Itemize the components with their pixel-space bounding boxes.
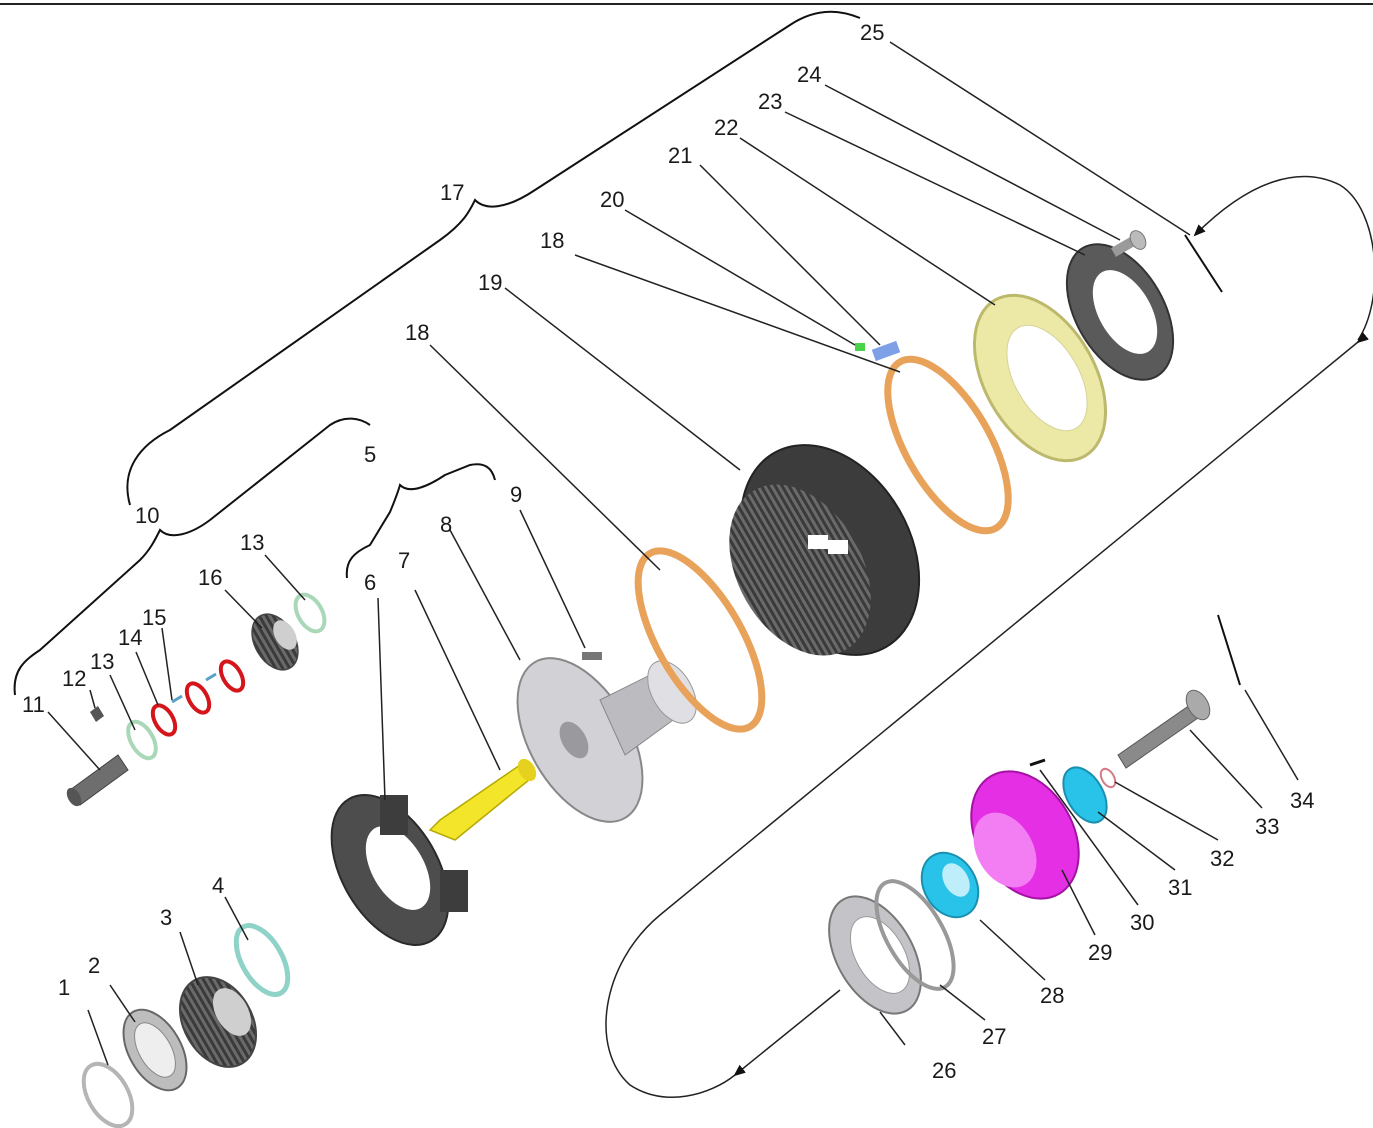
callout-32: 32 [1210, 846, 1234, 871]
part-32-o-ring [1099, 767, 1117, 789]
callout-34: 34 [1290, 788, 1314, 813]
part-31-cyan-washer [1062, 766, 1108, 824]
part-27-snap-ring [874, 879, 956, 991]
callout-20: 20 [600, 187, 624, 212]
part-34-rod [1217, 614, 1241, 686]
callout-28: 28 [1040, 983, 1064, 1008]
callout-2: 2 [88, 953, 100, 978]
callout-4: 4 [212, 873, 224, 898]
part-15-dowel [171, 694, 183, 704]
part-11-shaft-pin [66, 754, 129, 807]
callout-16: 16 [198, 565, 222, 590]
callout-22: 22 [714, 115, 738, 140]
callout-6: 6 [364, 570, 376, 595]
callout-13-right: 13 [240, 530, 264, 555]
callout-30: 30 [1130, 910, 1154, 935]
part-9-pin [582, 652, 602, 660]
callout-29: 29 [1088, 940, 1112, 965]
part-6-carrier-plate [330, 794, 468, 946]
callout-25: 25 [860, 20, 884, 45]
callout-21: 21 [668, 143, 692, 168]
part-7-yellow-shaft [428, 758, 537, 841]
flow-loop-top [1193, 175, 1373, 341]
callout-12: 12 [62, 666, 86, 691]
part-26-bearing [828, 895, 922, 1015]
part-4-shim [233, 923, 291, 997]
callout-5: 5 [364, 442, 376, 467]
part-14-o-ring-3 [218, 659, 246, 693]
flow-arrow-26 [733, 989, 841, 1077]
callout-1: 1 [58, 975, 70, 1000]
leader-lines [47, 41, 1299, 1066]
callout-24: 24 [797, 62, 821, 87]
callout-17: 17 [440, 180, 464, 205]
part-13-shim-right [293, 592, 327, 634]
flow-diagonal-line [605, 331, 1369, 1098]
callout-15: 15 [142, 605, 166, 630]
callout-8: 8 [440, 512, 452, 537]
part-21-detent [871, 340, 901, 362]
brace-10 [13, 417, 371, 696]
callout-11: 11 [22, 692, 45, 717]
callout-10: 10 [135, 503, 159, 528]
callout-27: 27 [982, 1024, 1006, 1049]
callout-14: 14 [118, 625, 142, 650]
part-15-dowel-2 [205, 672, 217, 682]
part-23-cover-plate [1065, 243, 1175, 381]
callout-13-left: 13 [90, 649, 114, 674]
callout-7: 7 [398, 548, 410, 573]
callout-18-lower: 18 [405, 320, 429, 345]
callout-23: 23 [758, 89, 782, 114]
part-22-ring-gear [972, 293, 1108, 463]
callout-26: 26 [932, 1058, 956, 1083]
brace-17 [126, 10, 861, 506]
part-19-clutch-drum [729, 444, 921, 656]
part-20-spring [855, 343, 865, 351]
part-33-long-bolt [1117, 689, 1211, 769]
callout-18-upper: 18 [540, 228, 564, 253]
part-1-snap-ring [81, 1061, 135, 1128]
part-18-synchro-ring-lower [634, 547, 766, 733]
part-2-needle-bearing [122, 1008, 188, 1092]
part-18-synchro-ring-upper [884, 355, 1012, 535]
callout-31: 31 [1168, 875, 1192, 900]
callout-labels: 1 2 3 4 5 6 7 8 9 10 11 12 13 13 14 15 1… [22, 20, 1314, 1083]
part-12-key [90, 706, 104, 722]
part-28-cyan-gear [920, 851, 980, 919]
part-14-o-ring-2 [184, 681, 212, 715]
part-25-pin [1184, 234, 1223, 293]
callout-3: 3 [160, 905, 172, 930]
part-29-magenta-gear [970, 770, 1080, 900]
part-3-gear [179, 976, 257, 1068]
part-16-small-gear [251, 613, 299, 671]
part-30-pin [1029, 758, 1046, 767]
callout-33: 33 [1255, 814, 1279, 839]
part-8-output-flange [516, 657, 697, 823]
brace-5 [345, 463, 496, 579]
part-14-o-ring-1 [150, 703, 178, 737]
callout-19: 19 [478, 270, 502, 295]
part-24-bolt [1110, 230, 1147, 257]
callout-9: 9 [510, 482, 522, 507]
